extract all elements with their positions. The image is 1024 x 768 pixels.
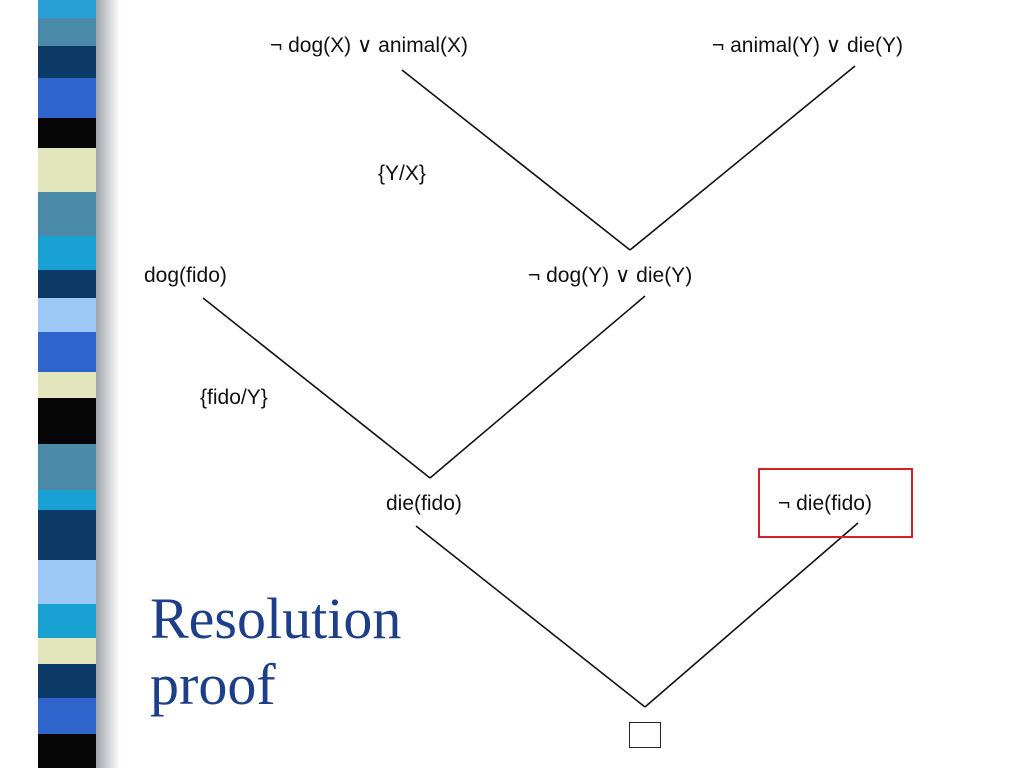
edge-c2-to-c4 — [629, 65, 856, 251]
substitution-y-x: {Y/X} — [378, 162, 426, 185]
decorative-stripe-bar — [38, 0, 120, 768]
substitution-fido-y: {fido/Y} — [200, 386, 268, 409]
edge-c1-to-c4 — [401, 69, 631, 251]
edge-c6-to-empty — [644, 522, 859, 708]
edge-c4-to-c5 — [429, 295, 646, 479]
edge-c5-to-empty — [415, 525, 646, 708]
clause-die-fido: die(fido) — [386, 492, 462, 515]
edge-c3-to-c5 — [202, 297, 431, 479]
clause-dog-fido: dog(fido) — [144, 264, 227, 287]
clause-not-die-fido: ¬ die(fido) — [778, 492, 872, 515]
clause-not-dog-or-animal: ¬ dog(X) ∨ animal(X) — [270, 34, 469, 57]
clause-not-dog-or-die: ¬ dog(Y) ∨ die(Y) — [528, 264, 693, 287]
highlight-box — [758, 468, 913, 538]
empty-clause-icon — [629, 722, 661, 748]
slide-title: Resolution proof — [150, 586, 402, 717]
clause-not-animal-or-die: ¬ animal(Y) ∨ die(Y) — [712, 34, 904, 57]
